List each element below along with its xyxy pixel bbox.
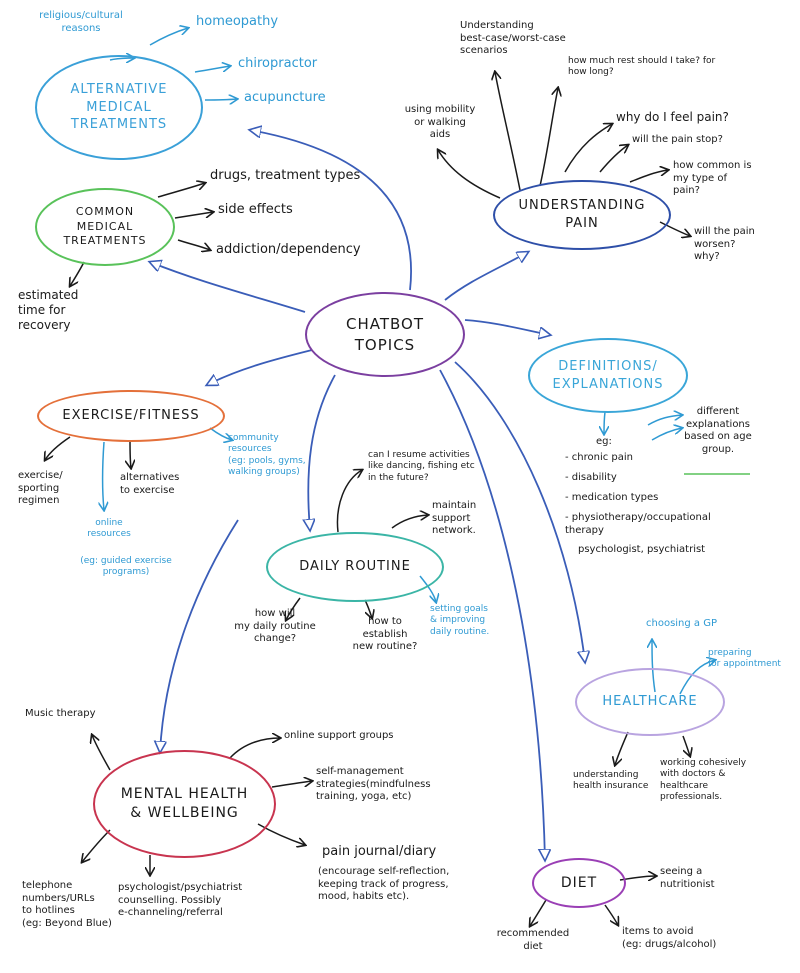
arrow-hotlines [82,829,111,862]
arrow-regimen [45,436,71,460]
text-recovery: estimated time for recovery [18,288,79,332]
arrow-community [209,427,232,440]
text-stop: will the pain stop? [632,134,723,145]
text-drugs: drugs, treatment types [210,168,361,183]
arrow-insurance [615,731,629,765]
text-addiction: addiction/dependency [216,242,361,257]
text-resume: can I resume activities like dancing, fi… [368,450,475,483]
text-religious: religious/cultural reasons [39,10,123,34]
arrow-self-mgmt [271,781,312,788]
text-support: maintain support network. [432,500,477,536]
text-hotlines: telephone numbers/URLs to hotlines (eg: … [22,880,112,929]
arrow-addiction [177,239,210,250]
arrow-groups [229,738,280,759]
arrow-chiropractor [194,66,230,73]
text-preparing: preparing for appointment [708,648,781,670]
node-mental[interactable]: MENTAL HEALTH & WELLBEING [93,750,276,858]
text-homeopathy: homeopathy [196,14,279,29]
node-center[interactable]: CHATBOT TOPICS [305,292,465,377]
arrow-recommended [530,899,547,926]
text-journal: pain journal/diary [322,844,437,859]
arrow-acupuncture [204,99,237,100]
arrow-common-type [629,170,668,183]
node-diet[interactable]: DIET [532,858,626,908]
text-chronic: - chronic pain [565,452,634,463]
text-age-group: different explanations based on age grou… [684,406,752,455]
text-regimen: exercise/ sporting regimen [18,470,63,506]
node-common[interactable]: COMMON MEDICAL TREATMENTS [35,188,175,266]
arrow-age-2 [651,428,682,441]
node-definitions[interactable]: DEFINITIONS/ EXPLANATIONS [528,338,688,413]
text-rest: how much rest should I take? for how lon… [568,56,716,78]
text-common-type: how common is my type of pain? [673,160,752,196]
text-gp: choosing a GP [646,618,718,629]
text-chiropractor: chiropractor [238,56,318,71]
arrow-resume [336,470,362,533]
text-change: how will my daily routine change? [234,608,316,644]
text-establish: how to establish new routine? [352,616,418,652]
text-groups: online support groups [284,730,394,741]
text-mobility: using mobility or walking aids [404,104,476,140]
text-recommended: recommended diet [496,928,570,952]
arrow-scenarios [495,72,521,191]
text-medication: - medication types [565,492,659,503]
arrow-age-1 [647,415,682,426]
text-goals: setting goals & improving daily routine. [430,604,490,637]
arrow-homeopathy [149,28,188,46]
connector-diet [439,369,545,860]
text-journal-detail: (encourage self-reflection, keeping trac… [318,866,450,902]
text-worsen: will the pain worsen? why? [694,226,755,262]
node-daily[interactable]: DAILY ROUTINE [266,532,444,602]
text-disability: - disability [565,472,617,483]
text-side-effects: side effects [218,202,293,217]
text-cohesive: working cohesively with doctors & health… [660,758,747,802]
arrow-alternatives [130,439,131,468]
text-self-mgmt: self-management strategies(mindfulness t… [316,766,431,802]
arrow-side-effects [174,212,213,219]
arrow-mobility [438,150,501,199]
arrow-support [391,515,428,529]
text-alternatives: alternatives to exercise [120,472,180,496]
arrow-avoid [604,904,618,925]
connector-daily [308,374,336,530]
arrow-music [92,735,111,771]
arrow-drugs [157,183,205,198]
text-counselling: psychologist/psychiatrist counselling. P… [118,882,243,918]
text-online: online resources [87,518,131,540]
text-physio: - physiotherapy/occupational therapy [565,512,711,536]
text-nutritionist: seeing a nutritionist [660,866,715,890]
node-exercise[interactable]: EXERCISE/FITNESS [37,390,225,442]
text-scenarios: Understanding best-case/worst-case scena… [460,20,566,56]
text-why: why do I feel pain? [616,110,729,124]
node-understanding[interactable]: UNDERSTANDING PAIN [493,180,671,250]
connector-understanding [444,252,528,301]
connector-exercise [207,349,313,385]
text-psych: psychologist, psychiatrist [578,544,706,555]
arrow-change [286,597,301,620]
arrow-online [103,441,105,510]
node-alternative[interactable]: ALTERNATIVE MEDICAL TREATMENTS [35,55,203,160]
arrow-eg [604,411,605,434]
arrow-cohesive [682,735,690,756]
connector-definitions [464,319,550,335]
text-guided: (eg: guided exercise programs) [80,556,172,578]
connector-healthcare [454,361,585,662]
text-avoid: items to avoid (eg: drugs/alcohol) [622,926,717,950]
text-music: Music therapy [25,708,96,719]
arrow-why [564,124,612,173]
text-community: community resources (eg: pools, gyms, wa… [228,433,306,477]
arrow-stop [599,145,628,173]
text-eg-definitions: eg: [596,436,612,447]
arrow-rest [539,88,558,187]
connector-alternative [250,130,412,291]
arrow-recovery [70,261,85,286]
connector-common [150,262,306,313]
text-acupuncture: acupuncture [244,90,326,105]
connector-mental [160,519,239,752]
node-healthcare[interactable]: HEALTHCARE [575,668,725,736]
text-insurance: understanding health insurance [573,770,649,792]
